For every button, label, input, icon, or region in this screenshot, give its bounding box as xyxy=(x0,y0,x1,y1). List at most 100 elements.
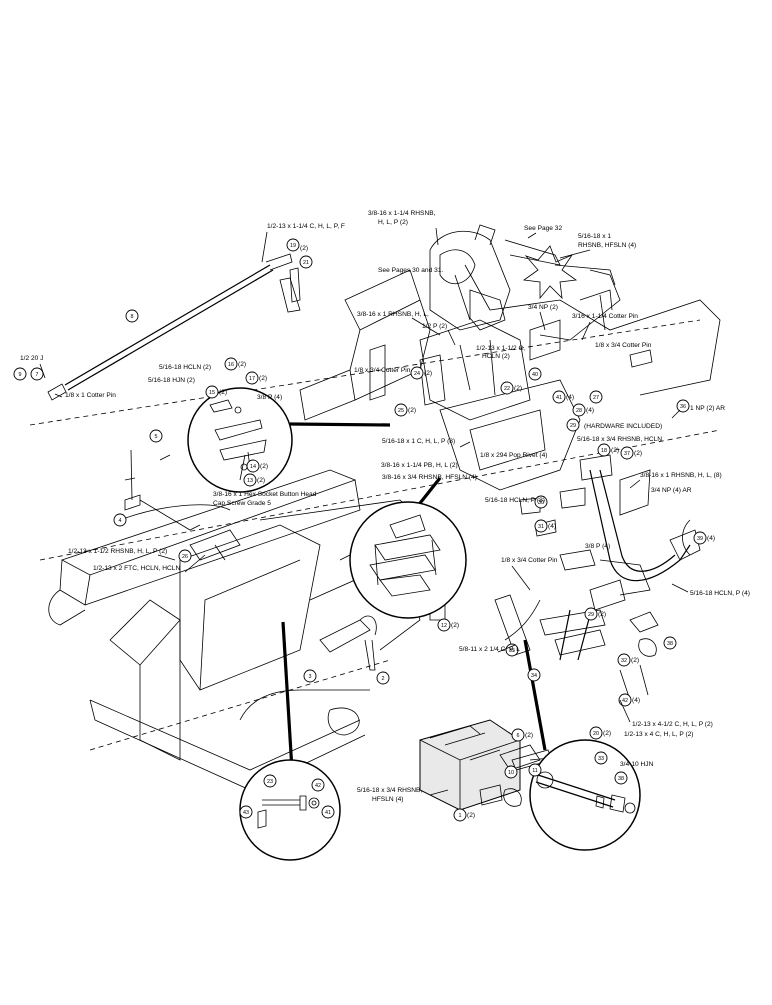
callout-5-16-18-hcln-p-4: 5/16-18 HCLN, P (4) xyxy=(690,590,750,597)
callout-5-16-18-x-1-line2: RHSNB, HFSLN (4) xyxy=(578,242,636,249)
bubble-15-number: 15 xyxy=(209,390,215,396)
bubble-23-number: 23 xyxy=(267,779,273,785)
bubble-41-low: 41 xyxy=(321,805,335,819)
bubble-38: 38 xyxy=(663,636,677,650)
bubble-34: 34 xyxy=(527,668,541,682)
bubble-12-number: 12 xyxy=(441,623,447,629)
bubble-19-number: 19 xyxy=(290,243,296,249)
bubble-10-number: 10 xyxy=(508,770,514,776)
bubble-41-low-number: 41 xyxy=(325,810,331,816)
bubble-33-number: 33 xyxy=(598,756,604,762)
callout-1-2-13-x-1-1-2-rhsnb: 1/2-13 x 1-1/2 RHSNB, H, L, P (2) xyxy=(68,548,167,555)
bubble-35: 35 xyxy=(505,643,519,657)
bubble-6-number: 6 xyxy=(517,733,520,739)
qty-28: (4) xyxy=(586,407,594,414)
bubble-42-low-number: 42 xyxy=(315,783,321,789)
bubble-33: 33 xyxy=(594,751,608,765)
bubble-3: 3 xyxy=(303,669,317,683)
callout-5-16-18-x-3-4-rhsnb-hcln: 5/16-18 x 3/4 RHSNB, HCLN xyxy=(577,436,662,443)
qty-37: (2) xyxy=(634,450,642,457)
qty-14: (2) xyxy=(260,463,268,470)
bubble-29-low: 29 xyxy=(584,607,598,621)
bubble-11-number: 11 xyxy=(532,768,538,774)
callout-1-8-cotter-low: 1/8 x 3/4 Cotter Pin xyxy=(501,557,558,564)
bubble-30-number: 30 xyxy=(538,500,544,506)
bubble-9-number: 9 xyxy=(19,372,22,378)
bubble-35-number: 35 xyxy=(509,648,515,654)
callout-3-8-16-x-1-rhsnb: 3/8-16 x 1 RHSNB, H, L, xyxy=(357,311,429,318)
bubble-22: 22 xyxy=(500,381,514,395)
bubble-21-top: 21 xyxy=(299,255,313,269)
bubble-24-number: 24 xyxy=(414,371,420,377)
callout-1-2-13-x-1-1-4: 1/2-13 x 1-1/4 C, H, L, P, F xyxy=(267,223,345,230)
bubble-42-right: 42 xyxy=(618,693,632,707)
callout-hardware-included: (HARDWARE INCLUDED) xyxy=(584,423,662,430)
bubble-20: 20 xyxy=(589,726,603,740)
qty-15: (2) xyxy=(219,389,227,396)
bubble-25: 25 xyxy=(394,403,408,417)
callout-1-2-13-x-1-1-2-line2: HCLN (2) xyxy=(482,353,510,360)
bubble-5: 5 xyxy=(149,429,163,443)
qty-20: (2) xyxy=(603,730,611,737)
qty-6: (2) xyxy=(525,732,533,739)
bubble-16: 16 xyxy=(224,357,238,371)
bubble-36: 36 xyxy=(676,399,690,413)
quantity-marks: (2) (2) (2) (2) (2) (2) (2) (2) (4) (4) … xyxy=(219,245,715,819)
bubble-39: 39 xyxy=(693,531,707,545)
bubble-7-number: 7 xyxy=(36,372,39,378)
bubble-17: 17 xyxy=(245,371,259,385)
callout-1-8-cotter-right: 1/8 x 3/4 Cotter Pin xyxy=(595,342,652,349)
callout-1-8-cotter-mid: 1/8 x 3/4 Cotter Pin xyxy=(354,367,411,374)
callout-3-8-p: 3/8 P (4) xyxy=(257,394,282,401)
callout-1-2-13-x-4: 1/2-13 x 4 C, H, L, P (2) xyxy=(624,731,694,738)
callout-5-16-18-hjn: 5/16-18 HJN (2) xyxy=(148,377,195,384)
bubble-43: 43 xyxy=(239,805,253,819)
callout-5-16-18-x-1-line1: 5/16-18 x 1 xyxy=(578,233,611,240)
callout-5-16-18-hcln-p-8: 5/16-18 HCLN, P (8) xyxy=(485,497,545,504)
bubble-42-low: 42 xyxy=(311,778,325,792)
callout-3-4-10-hjn: 3/4-10 HJN xyxy=(620,761,654,768)
qty-42: (4) xyxy=(632,697,640,704)
bubble-31-number: 31 xyxy=(538,524,544,530)
detail-circle-rod xyxy=(529,739,641,851)
callout-see-pages-30-31: See Pages 30 and 31. xyxy=(378,267,443,274)
bubble-12: 12 xyxy=(437,618,451,632)
pivot-parts xyxy=(189,529,377,671)
bubble-1-number: 1 xyxy=(459,813,462,819)
callout-leaders xyxy=(39,227,689,796)
callout-see-page-32: See Page 32 xyxy=(524,225,562,232)
qty-32: (2) xyxy=(631,657,639,664)
control-rod xyxy=(47,253,301,531)
bubble-13: 13 xyxy=(243,473,257,487)
bubble-38-detail: 38 xyxy=(614,771,628,785)
bubble-group: 8 9 7 19 21 16 17 15 14 13 5 4 26 24 25 … xyxy=(13,238,707,822)
bubble-29-top-number: 29 xyxy=(570,423,576,429)
bubble-38-detail-number: 38 xyxy=(618,776,624,782)
bubble-15: 15 xyxy=(205,385,219,399)
bubble-19: 19 xyxy=(286,238,300,252)
bubble-4-number: 4 xyxy=(119,518,122,524)
bubble-28-number: 28 xyxy=(576,408,582,414)
callout-1-2-13-x-2-ftc: 1/2-13 x 2 FTC, HCLN, HCLN xyxy=(93,565,180,572)
qty-1: (2) xyxy=(467,812,475,819)
callout-3-8-16-x-1-rhsnb-hl: 3/8-16 x 1 RHSNB, H, L, (8) xyxy=(640,472,722,479)
bubble-8: 8 xyxy=(125,309,139,323)
bubble-23: 23 xyxy=(263,774,277,788)
qty-24: (2) xyxy=(424,370,432,377)
detail-circle-plates xyxy=(349,501,467,619)
detail-circle-bracket xyxy=(187,387,293,493)
gearbox-assembly xyxy=(299,224,721,491)
bubble-24: 24 xyxy=(410,366,424,380)
qty-25: (2) xyxy=(408,407,416,414)
bubble-27-number: 27 xyxy=(593,395,599,401)
qty-16: (2) xyxy=(238,361,246,368)
bubble-22-number: 22 xyxy=(504,386,510,392)
bubble-7: 7 xyxy=(30,367,44,381)
qty-18: (2) xyxy=(611,447,619,454)
callout-5-16-18-x-3-4-line1: 5/16-18 x 3/4 RHSNB, xyxy=(357,787,422,794)
callout-hex-socket-line1: 3/8-16 x 1 Hex Socket Button Head xyxy=(213,491,317,498)
qty-29: (2) xyxy=(598,611,606,618)
bubble-21-top-number: 21 xyxy=(303,260,309,266)
